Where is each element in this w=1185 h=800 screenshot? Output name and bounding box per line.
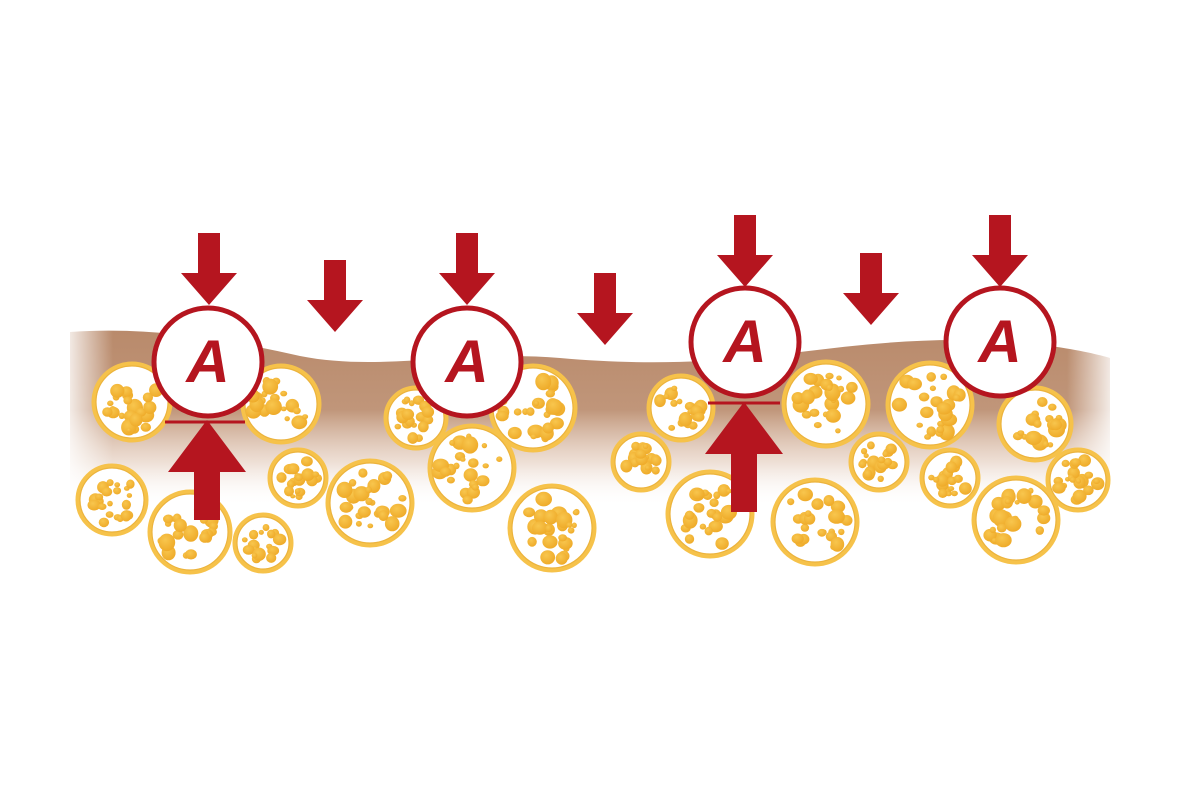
cell-icon xyxy=(646,373,716,443)
cell-icon xyxy=(919,447,981,509)
badge-letter: A xyxy=(443,328,488,395)
cell-icon xyxy=(610,431,672,493)
up-arrow-icon xyxy=(705,402,783,512)
badge-letter: A xyxy=(184,328,229,395)
cell-icon xyxy=(971,475,1061,565)
cell-icon xyxy=(427,423,517,513)
cell-icon xyxy=(885,360,975,450)
cell-icon xyxy=(770,477,860,567)
down-arrow-icon xyxy=(307,260,363,332)
badge-icon: A xyxy=(943,285,1057,399)
down-arrow-icon xyxy=(972,215,1028,287)
badge-icon: A xyxy=(410,305,524,419)
cell-icon xyxy=(232,512,294,574)
down-arrow-icon xyxy=(577,273,633,345)
cell-icon xyxy=(91,361,173,443)
up-arrow-icon xyxy=(168,420,246,520)
down-arrow-icon xyxy=(717,215,773,287)
cell-icon xyxy=(1045,447,1111,513)
badge-letter: A xyxy=(976,308,1021,375)
down-arrow-icon xyxy=(181,233,237,305)
badge-icon: A xyxy=(151,305,265,419)
badge-icon: A xyxy=(688,285,802,399)
down-arrow-icon xyxy=(843,253,899,325)
cell-icon xyxy=(267,447,329,509)
cell-icon xyxy=(325,458,415,548)
cell-icon xyxy=(507,483,597,573)
badge-letter: A xyxy=(721,308,766,375)
cell-cluster xyxy=(75,359,1111,575)
arrow-group xyxy=(165,215,1028,520)
cell-icon xyxy=(996,385,1074,463)
cell-icon xyxy=(848,431,910,493)
cell-icon xyxy=(75,463,149,537)
down-arrow-icon xyxy=(439,233,495,305)
cell-icon xyxy=(781,359,871,449)
